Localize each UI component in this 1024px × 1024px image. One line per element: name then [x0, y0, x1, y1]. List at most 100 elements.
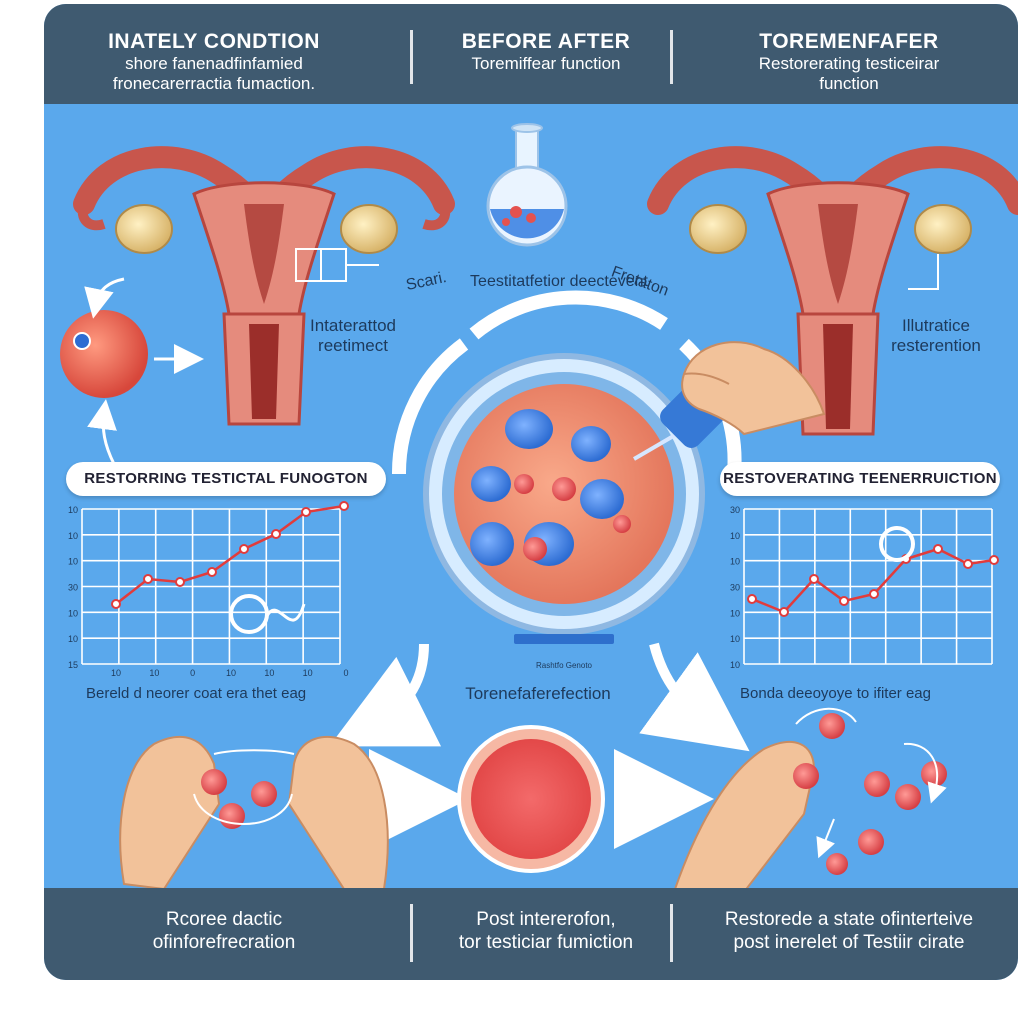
axis-tick-label: 10	[730, 557, 740, 567]
header-line-1a: shore fanenadfinfamied	[125, 54, 303, 73]
trend-point	[143, 574, 153, 584]
axis-tick-label: 10	[68, 505, 78, 515]
trend-line	[115, 504, 345, 605]
axis-tick-label: 30	[730, 505, 740, 515]
sperm-cell-icon	[229, 594, 269, 634]
arrow-icon	[329, 643, 442, 747]
center-caption: Torenefaferefection	[465, 684, 611, 703]
hand-icon-right	[672, 707, 947, 893]
treatment-label: Intaterattod reetimect	[298, 316, 408, 356]
trend-point	[301, 507, 311, 517]
axis-tick-label: 10	[68, 634, 78, 644]
right-pill-label: RESTOVERATING TEENERRUICTION	[720, 462, 1000, 496]
flask-icon	[486, 123, 568, 247]
treatment-label-line-1: Intaterattod	[309, 316, 396, 335]
trend-point	[989, 555, 999, 565]
footer-line-1b: ofinforefrecration	[152, 932, 296, 953]
restoration-label-line-2: resterention	[891, 336, 981, 355]
footer-band: Rcoree dactic ofinforefrecration Post in…	[44, 888, 1018, 980]
egg-nucleus	[73, 332, 91, 350]
diagram-grid-left	[295, 248, 379, 282]
footer-line-2b: tor testiciar fumiction	[458, 932, 634, 953]
footer-line-2a: Post intererofon,	[476, 909, 616, 930]
axis-tick-label: 15	[68, 660, 78, 670]
arrow-icon	[639, 642, 750, 752]
axis-tick-label: 0	[190, 668, 195, 678]
header-title-3: TOREMENFAFER	[759, 30, 939, 53]
restoration-label: Illutratice resterention	[866, 316, 1006, 356]
header-line-1b: fronecarerractia fumaction.	[112, 74, 316, 93]
right-chart-caption: Bonda deeoyoye to ifiter eag	[740, 685, 931, 702]
trend-point	[809, 574, 819, 584]
header-divider-2	[670, 30, 673, 84]
footer-col-2: Post intererofon, tor testiciar fumictio…	[416, 908, 676, 954]
dish-label-bar	[514, 634, 614, 644]
illustration-canvas: Rashtfo Genoto 10 10 10 30 10 10 15 10 10 0 10 10 1…	[60, 123, 1018, 893]
trend-point	[779, 607, 789, 617]
axis-tick-label: 30	[68, 583, 78, 593]
ovary-right	[340, 204, 398, 254]
footer-divider-1	[410, 904, 413, 962]
trend-point	[933, 544, 943, 554]
axis-tick-label: 10	[68, 557, 78, 567]
ovary-left	[115, 204, 173, 254]
arrow-icon	[84, 277, 125, 319]
header-title-1: INATELY CONDTION	[108, 30, 320, 53]
axis-tick-label: 10	[264, 668, 274, 678]
header-line-3a: Restorerating testiceirar	[758, 54, 940, 73]
sperm-cell-icon	[879, 526, 915, 562]
dish-label: Rashtfo Genoto	[536, 661, 593, 670]
left-chart-caption: Bereld d neorer coat era thet eag	[86, 685, 307, 702]
header-col-initial: INATELY CONDTION shore fanenadfinfamied …	[44, 30, 384, 94]
hands-icon	[119, 735, 389, 891]
header-divider-1	[410, 30, 413, 84]
axis-tick-label: 10	[730, 608, 740, 618]
header-line-2a: Toremiffear function	[471, 54, 621, 73]
axis-tick-label: 10	[303, 668, 313, 678]
trend-point	[963, 559, 973, 569]
footer-divider-2	[670, 904, 673, 962]
arc-text-2: Teestitatfetior deectevent	[470, 273, 648, 290]
header-line-3b: function	[819, 74, 879, 93]
treatment-label-line-2: reetimect	[318, 336, 388, 355]
egg-cell-icon	[60, 310, 148, 398]
trend-point	[869, 589, 879, 599]
footer-line-1a: Rcoree dactic	[165, 909, 283, 930]
axis-tick-label: 10	[226, 668, 236, 678]
axis-tick-label: 10	[730, 634, 740, 644]
right-chart: 30 10 10 30 10 10 10	[730, 505, 999, 670]
axis-tick-label: 10	[730, 531, 740, 541]
tissue-sample-icon	[457, 725, 605, 873]
arrow-icon	[87, 399, 117, 465]
restoration-label-line-1: Illutratice	[901, 316, 971, 335]
pipette-hand-icon	[632, 341, 826, 461]
trend-point	[239, 544, 249, 554]
trend-point	[111, 599, 121, 609]
axis-tick-label: 30	[730, 583, 740, 593]
axis-tick-label: 10	[730, 660, 740, 670]
trend-point	[339, 501, 349, 511]
header-band: INATELY CONDTION shore fanenadfinfamied …	[44, 4, 1018, 104]
trend-line	[751, 547, 995, 614]
uterus-illustration-left	[73, 146, 455, 426]
header-col-after: TOREMENFAFER Restorerating testiceirar f…	[680, 30, 1018, 94]
axis-tick-label: 10	[68, 608, 78, 618]
axis-tick-label: 0	[343, 668, 348, 678]
infographic-panel: INATELY CONDTION shore fanenadfinfamied …	[44, 4, 1018, 980]
trend-point	[207, 567, 217, 577]
header-col-before-after: BEFORE AFTER Toremiffear function	[416, 30, 676, 74]
left-pill-label: RESTORRING TESTICTAL FUNOGTON	[66, 462, 386, 496]
trend-point	[747, 594, 757, 604]
footer-line-3a: Restorede a state ofinterteive	[724, 909, 974, 930]
petri-dish-icon	[423, 353, 705, 644]
footer-col-3: Restorede a state ofinterteive post iner…	[680, 908, 1018, 954]
trend-point	[839, 596, 849, 606]
header-title-2: BEFORE AFTER	[461, 30, 631, 53]
footer-col-1: Rcoree dactic ofinforefrecration	[44, 908, 404, 954]
trend-point	[175, 577, 185, 587]
tail-icon	[265, 603, 306, 622]
trend-point	[271, 529, 281, 539]
uterus-illustration-right	[647, 146, 1018, 436]
axis-tick-label: 10	[111, 668, 121, 678]
